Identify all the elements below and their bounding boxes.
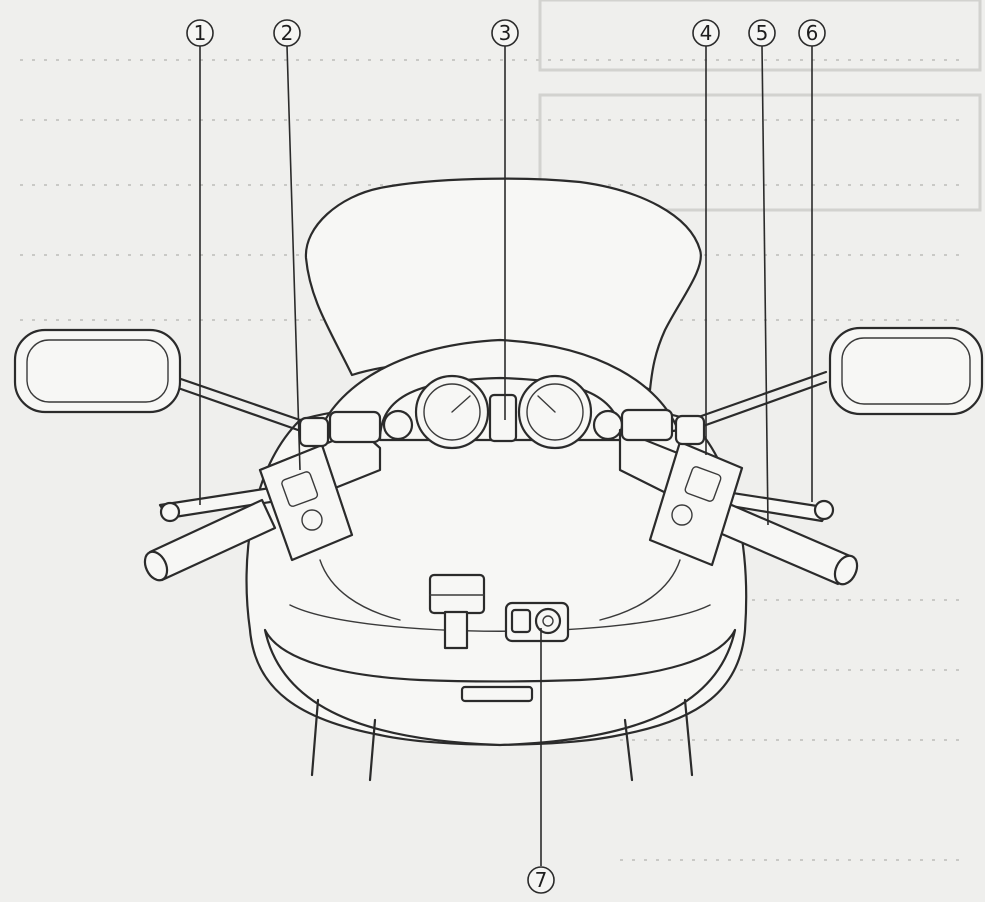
left-mirror xyxy=(13,328,302,432)
ignition-cover xyxy=(510,608,532,634)
right-clamp xyxy=(620,408,674,442)
fairing-crease xyxy=(289,604,711,632)
right-fairing-crease xyxy=(599,559,681,621)
left-clamp xyxy=(328,410,382,444)
right-fork-leg xyxy=(683,698,694,777)
right-fork-leg-inner xyxy=(623,718,634,782)
callout-1: 1 xyxy=(186,19,214,47)
right-mirror xyxy=(688,326,984,432)
svg-text:2: 2 xyxy=(281,21,294,45)
leader-5 xyxy=(761,45,769,526)
left-fork-leg xyxy=(310,698,320,777)
left-switch-box xyxy=(258,443,354,562)
center-display xyxy=(488,393,518,443)
right-switch-box xyxy=(648,440,744,567)
callout-5: 5 xyxy=(748,19,776,47)
right-handlebar xyxy=(618,408,859,586)
leader-2 xyxy=(286,45,301,471)
storage-lid xyxy=(428,573,486,615)
svg-text:6: 6 xyxy=(806,21,819,45)
left-handlebar xyxy=(143,410,382,582)
svg-text:4: 4 xyxy=(700,21,713,45)
front-badge-slot xyxy=(460,685,534,703)
left-fork-leg-inner xyxy=(368,718,377,782)
right-small-gauge xyxy=(592,409,624,441)
leader-lines xyxy=(199,45,813,866)
callout-7: 7 xyxy=(527,866,555,894)
instrument-cluster xyxy=(378,374,624,450)
svg-text:3: 3 xyxy=(499,21,512,45)
left-small-gauge xyxy=(382,409,414,441)
callout-3: 3 xyxy=(491,19,519,47)
callout-2: 2 xyxy=(273,19,301,47)
svg-text:1: 1 xyxy=(194,21,207,45)
storage-latch xyxy=(443,610,469,650)
left-fairing-crease xyxy=(319,559,401,621)
callout-4: 4 xyxy=(692,19,720,47)
svg-text:7: 7 xyxy=(535,868,548,892)
ignition-switch xyxy=(534,607,562,635)
callout-6: 6 xyxy=(798,19,826,47)
svg-text:5: 5 xyxy=(756,21,769,45)
